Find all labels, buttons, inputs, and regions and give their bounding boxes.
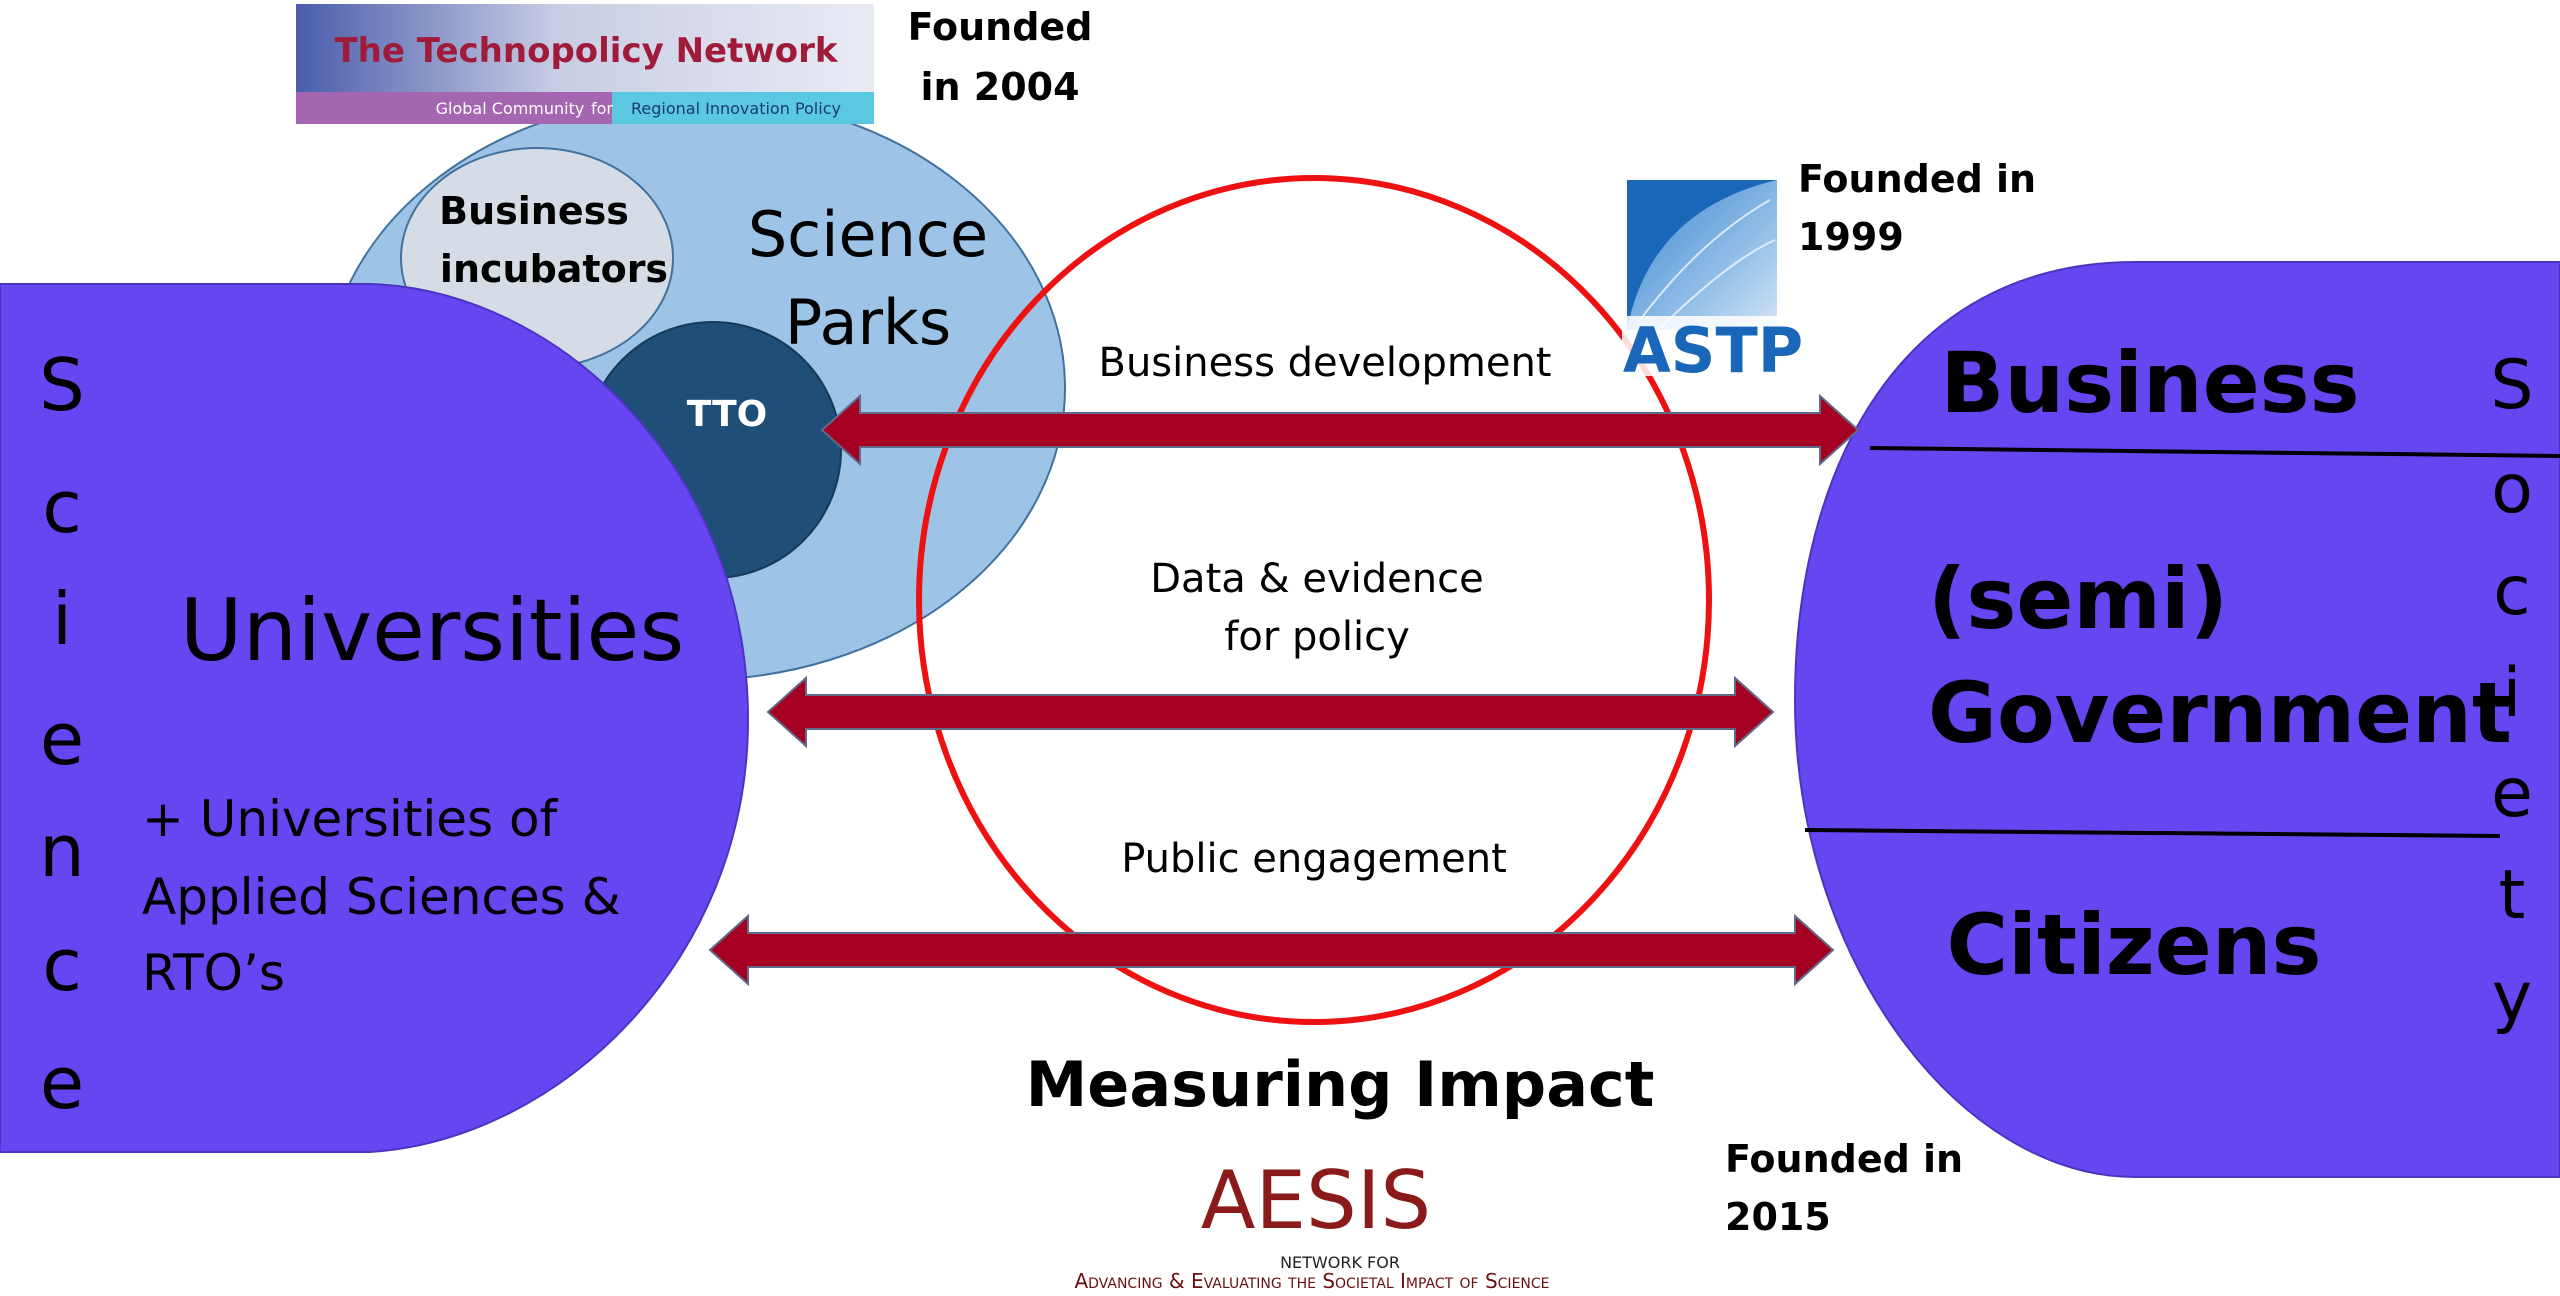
society-letter: S	[2490, 346, 2533, 425]
technopolicy-network-logo: The Technopolicy Network Global Communit…	[296, 4, 874, 124]
universities-sub-line1: + Universities of	[142, 790, 559, 848]
society-business-label: Business	[1940, 334, 2359, 432]
society-citizens-label: Citizens	[1946, 896, 2321, 994]
society-divider-bottom	[1804, 828, 2501, 838]
technopolicy-title: The Technopolicy Network	[334, 31, 838, 71]
measuring-impact-title: Measuring Impact	[1026, 1048, 1655, 1121]
technopolicy-founded-line2: in 2004	[920, 65, 1079, 109]
aesis-title: AESIS	[1201, 1154, 1431, 1247]
aesis-logo: AESIS NETWORK FOR Advancing & Evaluating…	[1074, 1154, 1549, 1293]
society-government-line2: Government	[1928, 664, 2512, 762]
aesis-line1: NETWORK FOR	[1280, 1253, 1400, 1272]
science-letter: c	[42, 465, 82, 549]
data-evidence-arrow	[766, 675, 1775, 749]
science-letter: S	[39, 343, 85, 427]
public-engagement-arrow	[708, 913, 1835, 987]
science-parks-label-line1: Science	[748, 198, 988, 271]
universities-shape	[0, 283, 750, 1153]
business-incubators-label-line2: incubators	[440, 247, 668, 291]
data-evidence-label-line2: for policy	[1224, 614, 1409, 660]
tto-label: TTO	[687, 394, 768, 435]
measuring-impact-circle	[916, 175, 1712, 1025]
technopolicy-tagline-left: Global Community	[436, 99, 585, 118]
society-letter: c	[2493, 552, 2530, 631]
astp-logo: ASTP	[1622, 180, 1804, 387]
data-evidence-label-line1: Data & evidence	[1150, 556, 1483, 602]
society-letter: e	[2491, 754, 2533, 833]
aesis-line2: Advancing & Evaluating the Societal Impa…	[1074, 1269, 1549, 1293]
society-vertical-label: S o c i e t y	[2490, 346, 2533, 1037]
science-letter: e	[40, 697, 84, 781]
astp-founded-line1: Founded in	[1798, 157, 2036, 201]
universities-sub-line3: RTO’s	[142, 944, 285, 1002]
society-government-line1: (semi)	[1928, 550, 2228, 648]
science-letter: e	[40, 1041, 84, 1125]
astp-text: ASTP	[1623, 314, 1803, 387]
technopolicy-founded-line1: Founded	[908, 5, 1093, 49]
universities-label: Universities	[180, 581, 685, 681]
science-letter: i	[52, 577, 72, 661]
technopolicy-tagline-right: Regional Innovation Policy	[631, 99, 841, 118]
science-letter: n	[39, 809, 85, 893]
business-development-label: Business development	[1099, 340, 1552, 386]
society-shape	[1793, 261, 2560, 1178]
society-letter: t	[2499, 856, 2526, 935]
astp-founded-line2: 1999	[1798, 215, 1904, 259]
society-letter: o	[2491, 450, 2533, 529]
society-letter: y	[2492, 958, 2532, 1037]
universities-sub-line2: Applied Sciences &	[142, 868, 621, 926]
science-letter: c	[42, 923, 82, 1007]
science-parks-label-line2: Parks	[785, 286, 951, 359]
aesis-founded-line2: 2015	[1725, 1195, 1831, 1239]
science-vertical-label: S c i e n c e	[39, 343, 85, 1125]
business-incubators-label-line1: Business	[439, 189, 629, 233]
aesis-founded-line1: Founded in	[1725, 1137, 1963, 1181]
business-development-arrow	[820, 393, 1860, 467]
society-divider-top	[1869, 446, 2560, 458]
public-engagement-label: Public engagement	[1121, 836, 1507, 882]
technopolicy-tagline-for: for	[591, 99, 613, 118]
society-letter: i	[2503, 654, 2522, 733]
